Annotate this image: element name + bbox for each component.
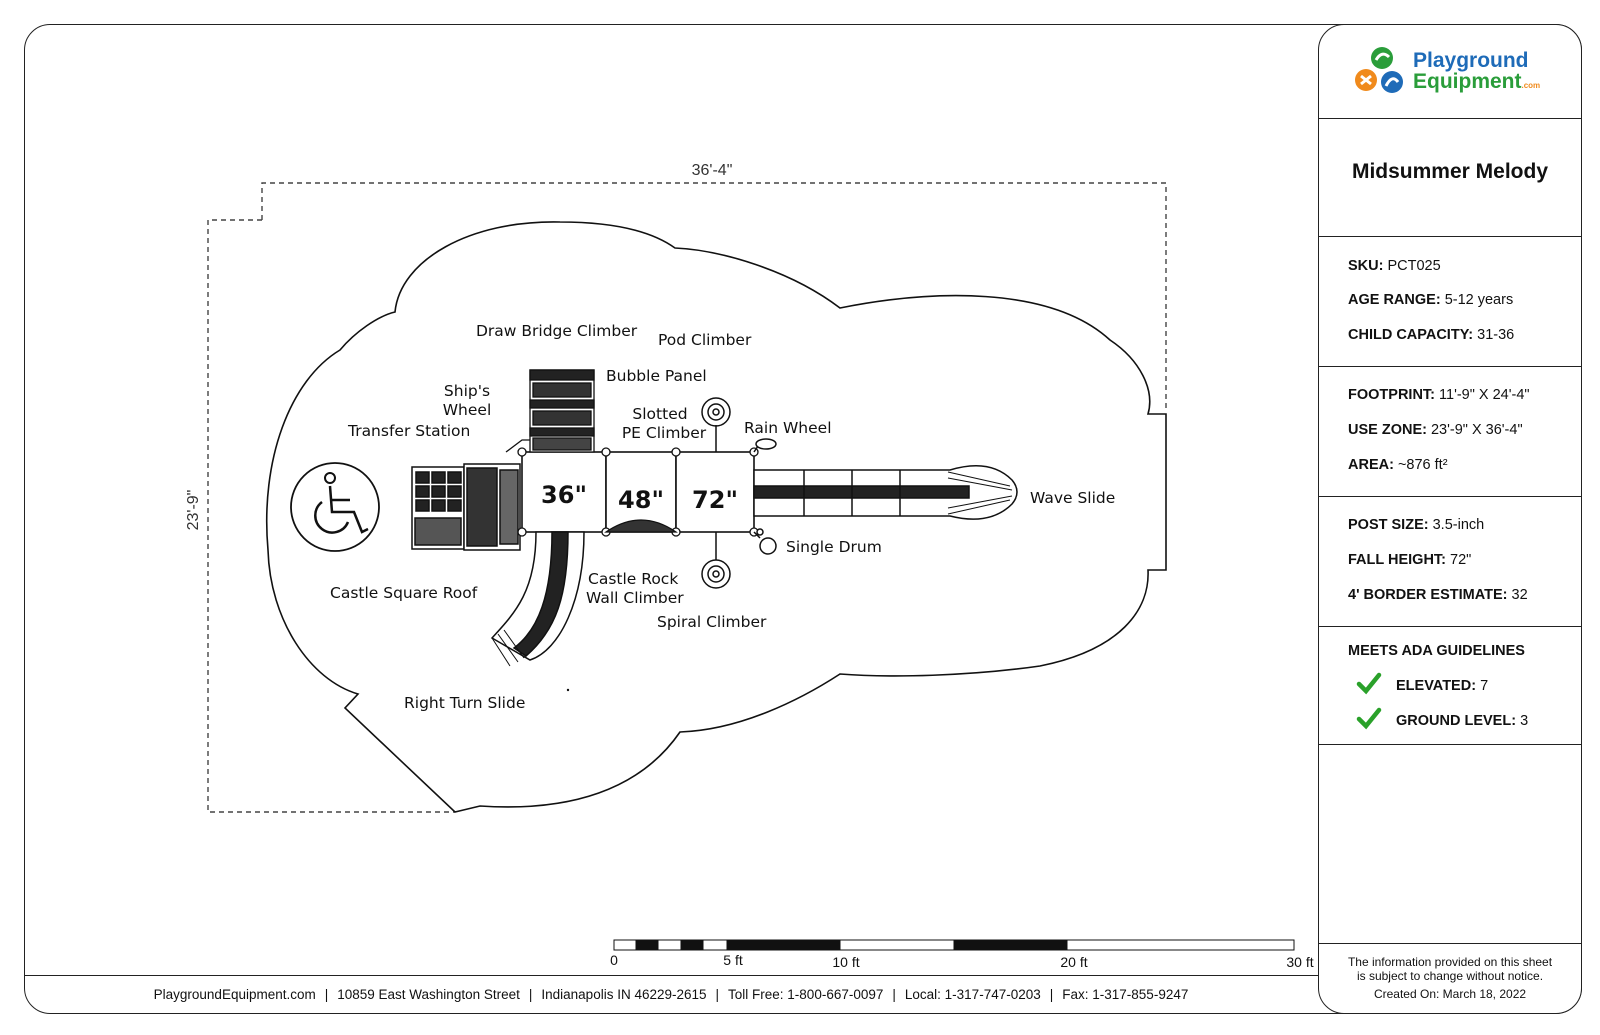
footer-local: Local: 1-317-747-0203 bbox=[904, 987, 1041, 1002]
spec-fall-height: FALL HEIGHT: 72" bbox=[1348, 552, 1472, 568]
label-right-turn-slide: Right Turn Slide bbox=[404, 694, 525, 712]
deck-platforms bbox=[517, 447, 759, 537]
scale-tick-10: 10 ft bbox=[832, 954, 859, 970]
scale-tick-0: 0 bbox=[610, 952, 618, 968]
spec-sku: SKU: PCT025 bbox=[1348, 258, 1441, 274]
product-title: Midsummer Melody bbox=[1351, 160, 1549, 183]
logo-wordmark: Playground Equipment.com bbox=[1413, 50, 1540, 96]
label-slotted-pe-climber-line1: Slotted bbox=[632, 405, 687, 423]
label-pod-climber: Pod Climber bbox=[658, 331, 752, 349]
ada-elevated: ELEVATED: 7 bbox=[1396, 678, 1489, 694]
single-drum bbox=[753, 528, 777, 555]
spec-area: AREA: ~876 ft² bbox=[1348, 457, 1448, 473]
scale-tick-5: 5 ft bbox=[723, 952, 743, 968]
logo-suffix: .com bbox=[1521, 81, 1541, 90]
created-date: Created On: March 18, 2022 bbox=[1373, 987, 1527, 1001]
label-slotted-pe-climber-line2: PE Climber bbox=[622, 424, 707, 442]
disclaimer-line1: The information provided on this sheet bbox=[1347, 955, 1553, 969]
ada-ground-level: GROUND LEVEL: 3 bbox=[1396, 713, 1529, 729]
spec-age-range: AGE RANGE: 5-12 years bbox=[1348, 292, 1514, 308]
scale-bar bbox=[613, 939, 1295, 951]
playground-equipment-logo bbox=[1355, 47, 1403, 93]
deck-height-36: 36" bbox=[541, 481, 587, 509]
dimension-lines bbox=[207, 182, 1167, 813]
spec-post-size: POST SIZE: 3.5-inch bbox=[1348, 517, 1485, 533]
panel-divider bbox=[1318, 366, 1582, 367]
castle-square-roof bbox=[411, 463, 521, 551]
label-rain-wheel: Rain Wheel bbox=[744, 419, 832, 437]
panel-divider bbox=[1318, 236, 1582, 237]
use-zone-outline bbox=[265, 221, 1167, 813]
scale-tick-30: 30 ft bbox=[1286, 954, 1313, 970]
footer-divider bbox=[24, 975, 1318, 976]
wave-slide bbox=[753, 465, 1018, 520]
footer-toll-free: Toll Free: 1-800-667-0097 bbox=[728, 987, 884, 1002]
deck-height-48: 48" bbox=[618, 486, 664, 514]
spec-use-zone: USE ZONE: 23'-9" X 36'-4" bbox=[1348, 422, 1523, 438]
spiral-climber bbox=[701, 532, 731, 589]
label-spiral-climber: Spiral Climber bbox=[657, 613, 767, 631]
disclaimer-line2: is subject to change without notice. bbox=[1356, 969, 1544, 983]
logo-line1: Playground bbox=[1413, 49, 1529, 72]
label-ships-wheel-line1: Ship's bbox=[444, 382, 490, 400]
deck-height-72: 72" bbox=[692, 486, 738, 514]
footer-street: 10859 East Washington Street bbox=[337, 987, 520, 1002]
footer-city: Indianapolis IN 46229-2615 bbox=[541, 987, 707, 1002]
label-draw-bridge-climber: Draw Bridge Climber bbox=[476, 322, 638, 340]
label-bubble-panel: Bubble Panel bbox=[606, 367, 707, 385]
panel-divider bbox=[1318, 626, 1582, 627]
pod-climber bbox=[701, 397, 731, 452]
disclaimer: The information provided on this sheet i… bbox=[1330, 955, 1570, 1001]
spec-child-capacity: CHILD CAPACITY: 31-36 bbox=[1348, 327, 1515, 343]
panel-divider bbox=[1318, 744, 1582, 745]
panel-divider bbox=[1318, 496, 1582, 497]
footer-contact: PlaygroundEquipment.com|10859 East Washi… bbox=[153, 987, 1189, 1002]
spec-footprint: FOOTPRINT: 11'-9" X 24'-4" bbox=[1348, 387, 1530, 403]
footer-fax: Fax: 1-317-855-9247 bbox=[1062, 987, 1189, 1002]
draw-bridge-climber bbox=[505, 369, 595, 453]
rain-wheel bbox=[753, 438, 777, 453]
spec-border-estimate: 4' BORDER ESTIMATE: 32 bbox=[1348, 587, 1528, 603]
panel-divider bbox=[1318, 118, 1582, 119]
info-panel bbox=[1318, 24, 1582, 1014]
label-ships-wheel-line2: Wheel bbox=[443, 401, 492, 419]
castle-rock-wall-climber bbox=[604, 519, 678, 533]
label-wave-slide: Wave Slide bbox=[1030, 489, 1115, 507]
right-turn-slide bbox=[490, 531, 585, 667]
width-dimension: 36'-4" bbox=[692, 162, 733, 179]
label-castle-square-roof: Castle Square Roof bbox=[330, 584, 478, 602]
marker-dot bbox=[566, 688, 570, 692]
check-icon bbox=[1356, 707, 1382, 730]
ada-heading: MEETS ADA GUIDELINES bbox=[1348, 643, 1525, 659]
label-castle-rock-line1: Castle Rock bbox=[588, 570, 678, 588]
height-dimension: 23'-9" bbox=[185, 490, 202, 531]
footer-website[interactable]: PlaygroundEquipment.com bbox=[153, 987, 316, 1002]
panel-divider bbox=[1318, 943, 1582, 944]
component-labels: Draw Bridge Climber Pod Climber Bubble P… bbox=[330, 322, 1115, 712]
label-transfer-station: Transfer Station bbox=[347, 422, 470, 440]
label-castle-rock-line2: Wall Climber bbox=[586, 589, 684, 607]
check-icon bbox=[1356, 672, 1382, 695]
scale-tick-20: 20 ft bbox=[1060, 954, 1087, 970]
logo-line2: Equipment bbox=[1413, 70, 1522, 93]
label-single-drum: Single Drum bbox=[786, 538, 882, 556]
wheelchair-accessible-icon bbox=[290, 462, 380, 552]
